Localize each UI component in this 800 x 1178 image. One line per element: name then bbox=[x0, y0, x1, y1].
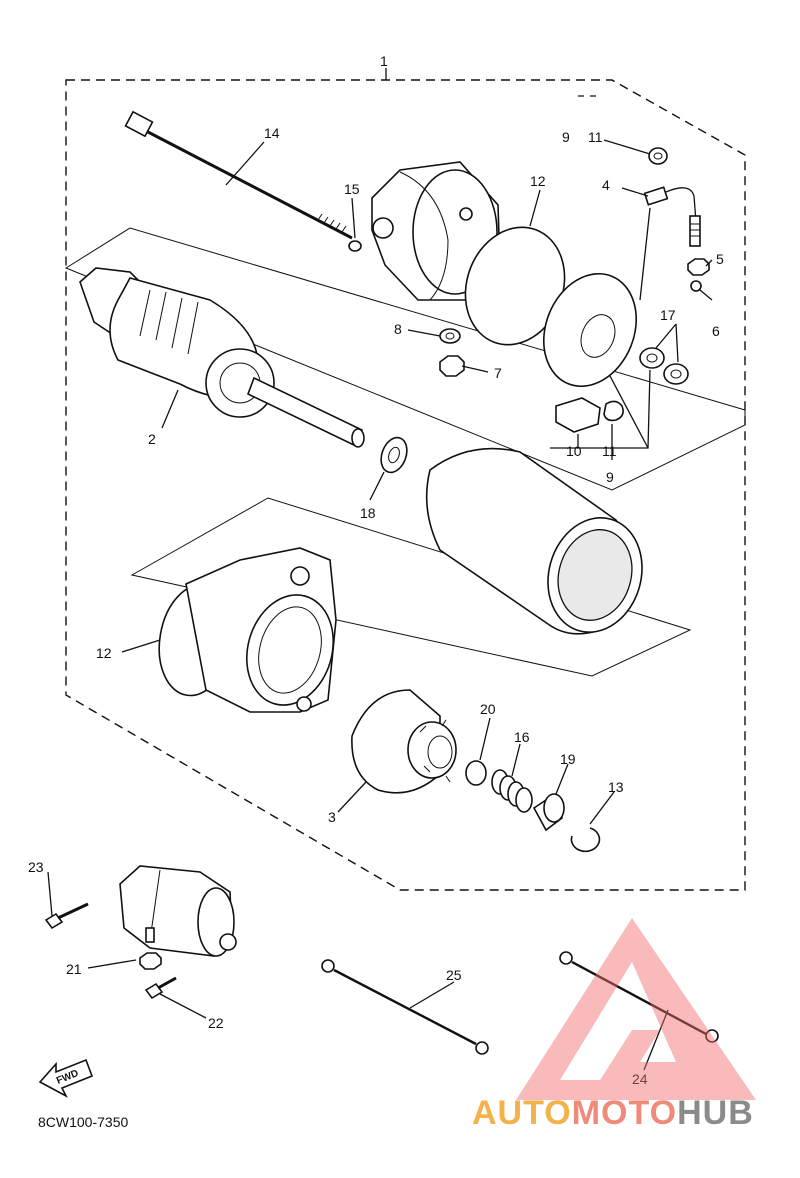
callout-20: 20 bbox=[480, 701, 496, 717]
callout-23: 23 bbox=[28, 859, 44, 875]
callout-21: 21 bbox=[66, 961, 82, 977]
diagram-code: 8CW100-7350 bbox=[38, 1114, 128, 1130]
washer-18 bbox=[380, 436, 408, 474]
callout-9-bottom: 9 bbox=[606, 469, 614, 485]
rear-cover bbox=[371, 161, 501, 301]
leader-lines bbox=[47, 68, 713, 1071]
fwd-arrow-icon: FWD bbox=[38, 1058, 94, 1098]
starter-motor-assembled bbox=[119, 865, 237, 957]
callout-12-bottom: 12 bbox=[96, 645, 112, 661]
callout-15: 15 bbox=[344, 181, 360, 197]
callout-24: 24 bbox=[632, 1071, 648, 1087]
o-ring-6 bbox=[690, 280, 702, 292]
callout-11-top: 11 bbox=[588, 129, 603, 145]
callout-1: 1 bbox=[380, 53, 388, 69]
bolt-22 bbox=[144, 976, 177, 1000]
nut-21 bbox=[139, 952, 162, 970]
brush-holder bbox=[555, 397, 624, 433]
nut-5 bbox=[687, 258, 710, 276]
brush-plate bbox=[542, 272, 638, 388]
watermark-text: AUTOMOTOHUB bbox=[472, 1094, 754, 1132]
screw-9-11 bbox=[648, 147, 668, 165]
stopper-ring-20 bbox=[465, 760, 487, 786]
watermark-auto: AUTO bbox=[472, 1094, 572, 1132]
callout-17: 17 bbox=[660, 307, 676, 323]
callout-9-top: 9 bbox=[562, 129, 570, 145]
callout-5: 5 bbox=[716, 251, 724, 267]
callout-14: 14 bbox=[264, 125, 280, 141]
callout-25: 25 bbox=[446, 967, 462, 983]
assembly-boundary bbox=[65, 79, 746, 891]
through-bolt bbox=[124, 110, 353, 240]
callout-3: 3 bbox=[328, 809, 336, 825]
callout-11-bottom: 11 bbox=[602, 443, 617, 459]
watermark-hub: HUB bbox=[677, 1094, 754, 1132]
armature bbox=[79, 267, 365, 448]
terminal-bolt bbox=[643, 186, 701, 247]
callout-16: 16 bbox=[514, 729, 530, 745]
pinion-gear bbox=[351, 689, 457, 794]
callout-2: 2 bbox=[148, 431, 156, 447]
callout-8: 8 bbox=[394, 321, 402, 337]
cable-24 bbox=[559, 951, 719, 1043]
callout-13: 13 bbox=[608, 779, 624, 795]
callout-12-top: 12 bbox=[530, 173, 546, 189]
circlip-13 bbox=[570, 827, 601, 853]
callout-19: 19 bbox=[560, 751, 576, 767]
starter-yoke bbox=[425, 447, 643, 635]
yoke-group-box bbox=[130, 497, 692, 677]
washers-17 bbox=[639, 347, 689, 385]
callout-6: 6 bbox=[712, 323, 720, 339]
bolt-23 bbox=[44, 902, 89, 930]
washer-8 bbox=[439, 328, 461, 344]
cable-25 bbox=[321, 959, 489, 1055]
callout-10: 10 bbox=[566, 443, 582, 459]
nut-7 bbox=[439, 355, 465, 377]
front-cover bbox=[158, 547, 337, 713]
watermark-logo bbox=[516, 918, 756, 1100]
o-ring-small bbox=[348, 240, 362, 252]
callout-22: 22 bbox=[208, 1015, 224, 1031]
callout-7: 7 bbox=[494, 365, 502, 381]
collar-19 bbox=[532, 793, 565, 832]
watermark-moto: MOTO bbox=[572, 1094, 677, 1132]
callout-18: 18 bbox=[360, 505, 376, 521]
callout-4: 4 bbox=[602, 177, 610, 193]
watermark-triangle-icon bbox=[516, 918, 756, 1100]
spring-16 bbox=[491, 769, 533, 813]
